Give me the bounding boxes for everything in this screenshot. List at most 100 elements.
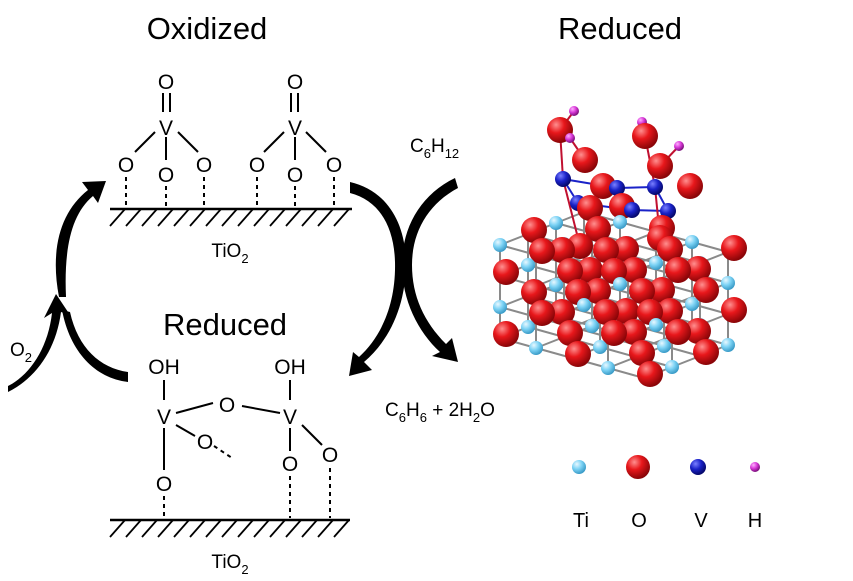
o-atom bbox=[577, 195, 603, 221]
ti-atom bbox=[593, 340, 607, 354]
reduction-arrow bbox=[349, 182, 406, 376]
legend: Ti O V H bbox=[572, 455, 762, 532]
h-atom bbox=[565, 133, 575, 143]
ti-atom bbox=[549, 278, 563, 292]
reduced-oh-1: OH bbox=[148, 356, 180, 379]
reduced-return-arrow bbox=[62, 310, 128, 382]
o-atom bbox=[657, 236, 683, 262]
ti-atom bbox=[521, 320, 535, 334]
reduced-oh-2: OH bbox=[274, 356, 306, 379]
reduced-structure bbox=[109, 380, 350, 538]
v-atom bbox=[647, 179, 663, 195]
o-atom bbox=[493, 321, 519, 347]
oxidized-v-2: V bbox=[288, 117, 302, 140]
ti-atom bbox=[721, 276, 735, 290]
oxidized-o-right-1: O bbox=[196, 154, 212, 177]
oxidized-o-left-2: O bbox=[249, 154, 265, 177]
o-atom bbox=[529, 238, 555, 264]
o-atom bbox=[637, 361, 663, 387]
reduced-o-low-1: O bbox=[156, 473, 172, 496]
ti-atom bbox=[649, 318, 663, 332]
legend-o-swatch bbox=[626, 455, 650, 479]
reaction-labels: C6H12 O2 C6H6 + 2H2O bbox=[10, 136, 495, 425]
ti-atom bbox=[657, 339, 671, 353]
title-reduced-right: Reduced bbox=[558, 11, 682, 46]
o-atom bbox=[649, 277, 675, 303]
o-atom bbox=[685, 318, 711, 344]
oxidized-o-top-2: O bbox=[287, 71, 303, 94]
reoxidation-arrow bbox=[55, 181, 106, 297]
o-atom bbox=[565, 341, 591, 367]
o-atom bbox=[632, 123, 658, 149]
ti-atom bbox=[685, 235, 699, 249]
reduced-o-low-3: O bbox=[322, 444, 338, 467]
o-atom bbox=[577, 257, 603, 283]
oxidized-structure bbox=[109, 93, 352, 227]
ti-atom bbox=[649, 256, 663, 270]
ti-atom bbox=[521, 258, 535, 272]
cycle-arrows bbox=[8, 178, 458, 392]
ti-atom bbox=[613, 277, 627, 291]
o-atom bbox=[590, 173, 616, 199]
o-atom bbox=[521, 217, 547, 243]
legend-v-swatch bbox=[690, 459, 706, 475]
ti-atom bbox=[665, 360, 679, 374]
o-atom bbox=[693, 339, 719, 365]
o-atom bbox=[585, 278, 611, 304]
o-atom bbox=[693, 277, 719, 303]
o-atom bbox=[621, 257, 647, 283]
reduced-support-label: TiO2 bbox=[211, 552, 248, 577]
legend-ti-swatch bbox=[572, 460, 586, 474]
title-reduced-center: Reduced bbox=[163, 307, 287, 342]
o-atom bbox=[665, 257, 691, 283]
cyclohexane-feed-arrow bbox=[402, 178, 458, 362]
o-atom bbox=[593, 299, 619, 325]
oxidized-support-label: TiO2 bbox=[211, 241, 248, 266]
o-atom bbox=[549, 237, 575, 263]
o-atom bbox=[549, 299, 575, 325]
o-atom bbox=[593, 237, 619, 263]
oxidized-v-1: V bbox=[159, 117, 173, 140]
products-label: C6H6 + 2H2O bbox=[385, 400, 495, 425]
o-atom bbox=[572, 147, 598, 173]
oxidized-atom-labels: O O V V O O O O O O TiO2 bbox=[118, 71, 342, 266]
legend-h-label: H bbox=[748, 510, 762, 532]
o-atom bbox=[629, 278, 655, 304]
v-atom bbox=[660, 203, 676, 219]
o-atom bbox=[493, 259, 519, 285]
o-atom bbox=[613, 298, 639, 324]
o-atom bbox=[685, 256, 711, 282]
reduced-v-1: V bbox=[157, 406, 171, 429]
title-oxidized: Oxidized bbox=[147, 11, 268, 46]
oxidized-o-top-1: O bbox=[158, 71, 174, 94]
legend-ti-label: Ti bbox=[573, 510, 589, 532]
reduced-o-bridge: O bbox=[219, 394, 235, 417]
ti-atom bbox=[685, 297, 699, 311]
o-atom bbox=[601, 320, 627, 346]
cyclohexane-label: C6H12 bbox=[410, 136, 459, 161]
o-atom bbox=[657, 298, 683, 324]
o-atom bbox=[665, 319, 691, 345]
o-atom bbox=[529, 300, 555, 326]
reduced-v-2: V bbox=[283, 406, 297, 429]
o-atom bbox=[721, 297, 747, 323]
o-atom bbox=[557, 320, 583, 346]
crystal-model bbox=[493, 106, 747, 387]
o-atom bbox=[647, 153, 673, 179]
o-atom bbox=[621, 319, 647, 345]
reduced-o-low-2: O bbox=[282, 453, 298, 476]
ti-atom bbox=[493, 300, 507, 314]
o-atom bbox=[521, 279, 547, 305]
v-atom bbox=[555, 171, 571, 187]
oxidized-o-right-2: O bbox=[326, 154, 342, 177]
v-atom bbox=[609, 180, 625, 196]
oxidized-o-mid-1: O bbox=[158, 164, 174, 187]
o-atom bbox=[677, 173, 703, 199]
o-atom bbox=[585, 216, 611, 242]
oxygen-feed-arrow bbox=[8, 294, 70, 392]
ti-atom bbox=[577, 298, 591, 312]
reduced-atom-labels: OH OH V V O O O O O TiO2 bbox=[148, 356, 338, 577]
reduced-o-dangling: O bbox=[197, 431, 213, 454]
